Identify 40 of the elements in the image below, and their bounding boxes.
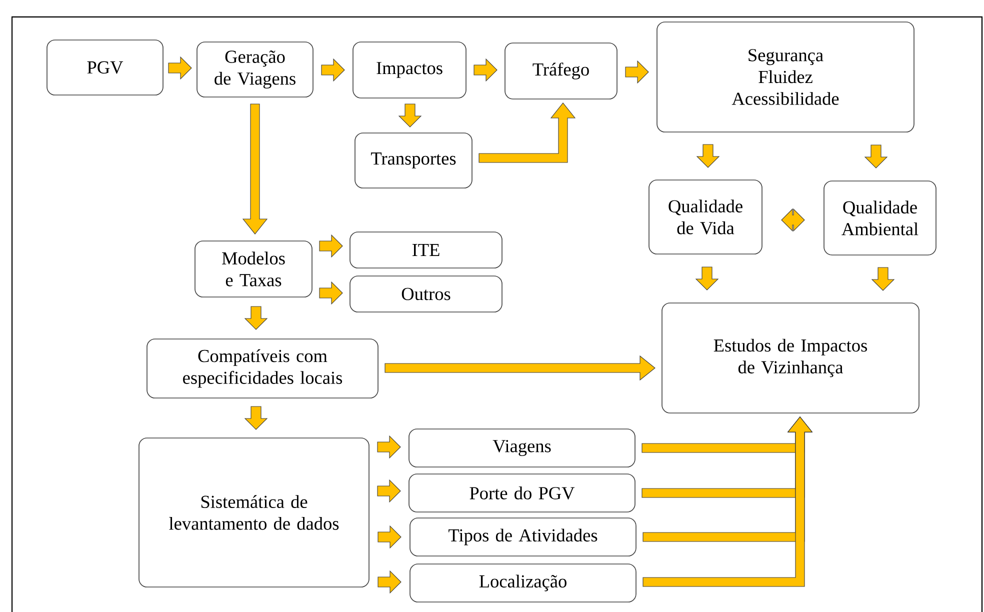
process-box: Impactos [352, 42, 466, 98]
process-box: Modelos e Taxas [194, 240, 312, 298]
block-arrow [625, 60, 649, 84]
block-arrow [696, 144, 720, 168]
block-arrow [377, 479, 401, 503]
block-arrow [695, 266, 719, 290]
block-arrow [377, 435, 401, 459]
process-box: Qualidade de Vida [648, 180, 762, 254]
block-arrow [242, 104, 268, 234]
block-arrow [321, 58, 345, 82]
process-box: Compatíveis com especificidades locais [146, 338, 378, 398]
process-box: Viagens [408, 428, 636, 468]
block-arrow [781, 208, 805, 232]
process-box: PGV [46, 40, 164, 96]
process-box: Porte do PGV [408, 474, 636, 512]
block-arrow [871, 267, 895, 291]
process-box: Tipos de Atividades [410, 518, 636, 556]
block-arrow [244, 306, 268, 330]
process-box: ITE [350, 232, 502, 268]
block-arrow [642, 416, 813, 587]
process-box: Sistemática de levantamento de dados [138, 438, 370, 588]
block-arrow [319, 234, 343, 258]
process-box: Tráfego [504, 42, 618, 100]
block-arrow [384, 355, 656, 381]
process-box: Outros [350, 276, 502, 312]
block-arrow [474, 58, 498, 82]
block-arrow [319, 281, 343, 305]
block-arrow [168, 56, 192, 80]
block-arrow [244, 406, 268, 430]
block-arrow [478, 102, 576, 163]
block-arrow [378, 570, 402, 594]
process-box: Segurança Fluidez Acessibilidade [656, 22, 914, 132]
process-box: Localização [410, 564, 636, 602]
block-arrow [378, 525, 402, 549]
process-box: Transportes [354, 132, 472, 188]
process-box: Qualidade Ambiental [824, 180, 936, 256]
block-arrow [864, 144, 888, 168]
block-arrow [398, 104, 422, 128]
process-box: Estudos de Impactos de Vizinhança [662, 302, 920, 414]
process-box: Geração de Viagens [196, 42, 314, 98]
